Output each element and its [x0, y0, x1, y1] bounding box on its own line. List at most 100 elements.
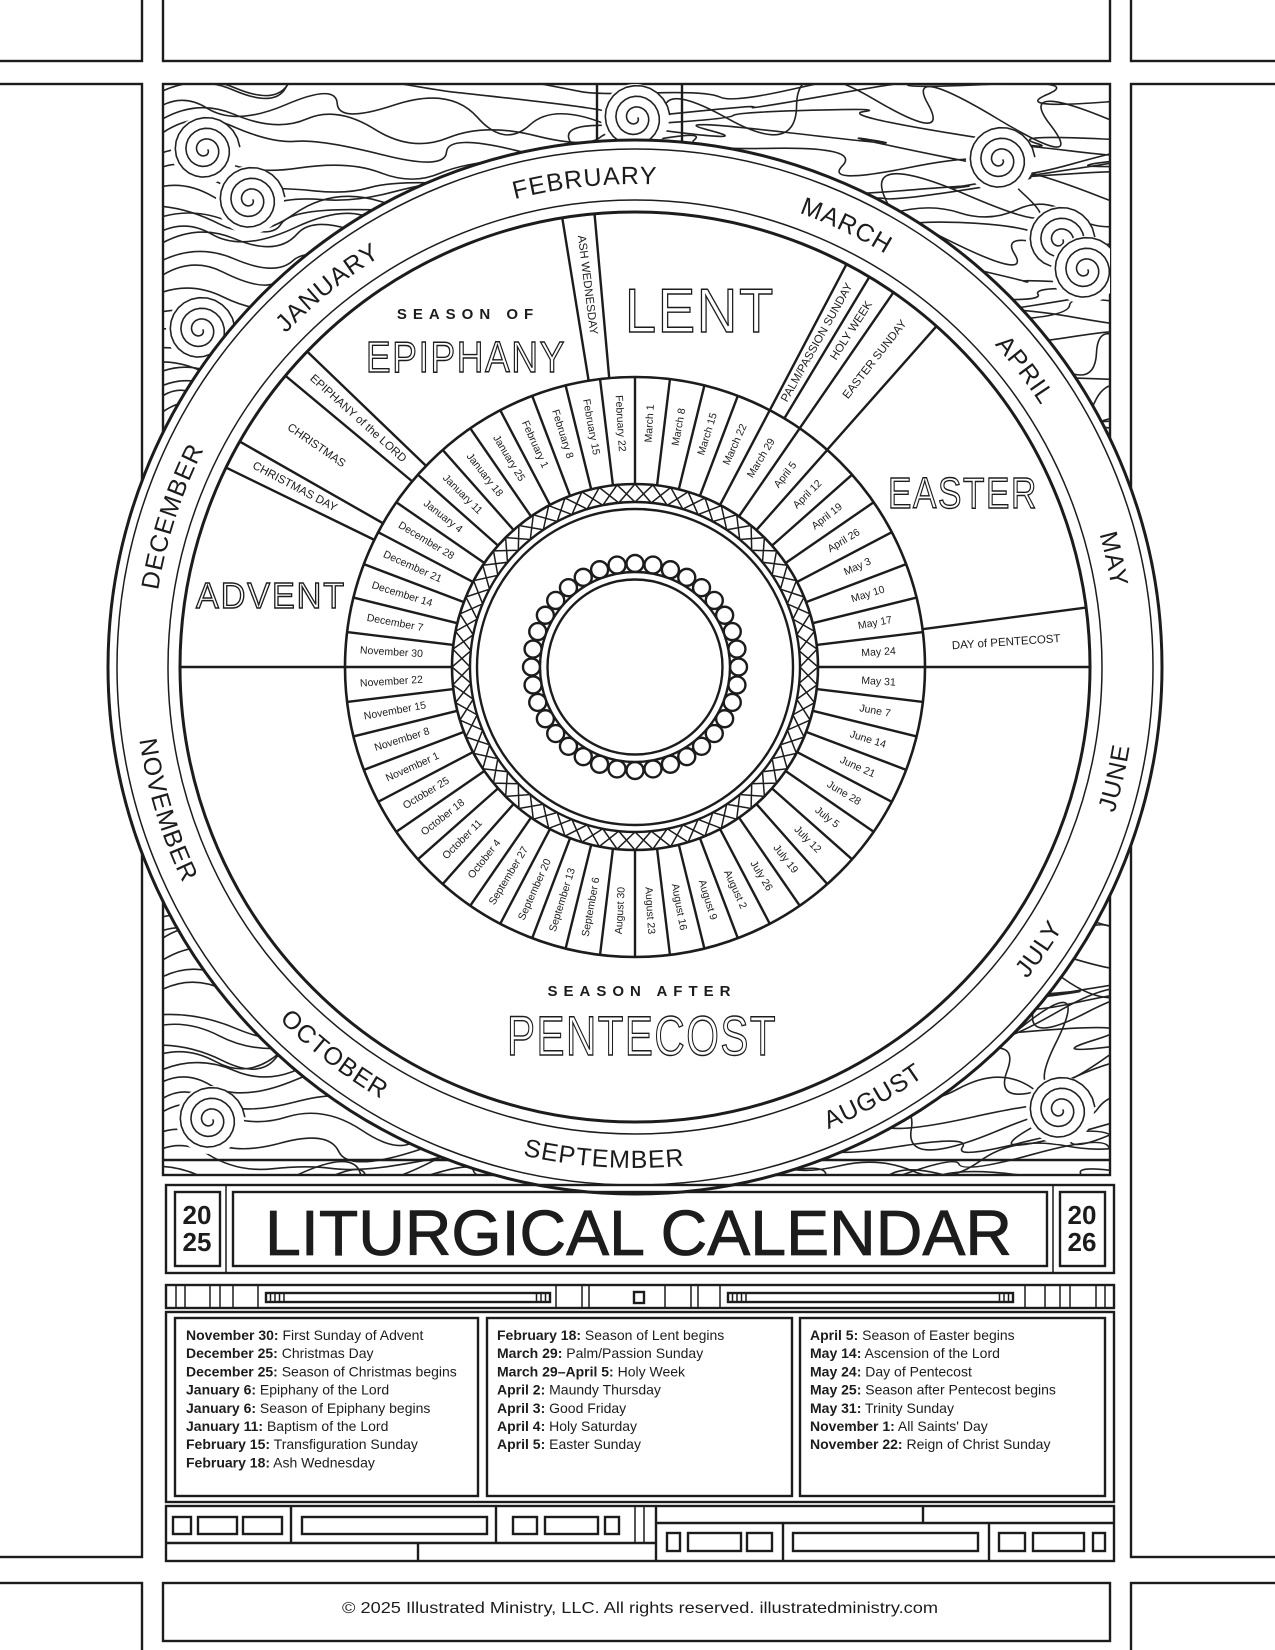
- key-date-date: April 3:: [497, 1400, 545, 1416]
- key-date-date: December 25:: [186, 1345, 278, 1361]
- sunday-divider: [816, 687, 924, 704]
- year-end-top: 20: [1068, 1200, 1097, 1230]
- sunday-date-label: June 7: [858, 702, 891, 720]
- sunday-divider: [655, 378, 672, 486]
- season-pentecost-heading: PENTECOST: [507, 1004, 777, 1067]
- key-date-date: December 25:: [186, 1363, 278, 1379]
- key-date-event: Season after Pentecost begins: [861, 1382, 1056, 1398]
- sunday-divider: [812, 596, 917, 625]
- sunday-divider: [441, 449, 515, 531]
- pattern-spiral: [169, 296, 236, 358]
- key-date-event: Season of Easter begins: [858, 1327, 1014, 1343]
- sunday-date-label: August 30: [613, 886, 628, 934]
- sunday-divider: [395, 501, 486, 565]
- pattern-wave: [221, 84, 821, 100]
- key-date-event: Palm/Passion Sunday: [562, 1345, 703, 1361]
- frame-box: [0, 82, 144, 1559]
- key-date-item: April 2: Maundy Thursday: [497, 1382, 661, 1398]
- key-date-item: January 6: Season of Epiphany begins: [186, 1400, 430, 1416]
- key-date-event: Ascension of the Lord: [861, 1345, 1000, 1361]
- season-divider: [826, 325, 938, 451]
- sunday-divider: [805, 730, 907, 771]
- scallop-ornament: [677, 746, 697, 767]
- sunday-date-label: November 30: [360, 644, 424, 660]
- key-date-date: April 4:: [497, 1418, 545, 1434]
- pattern-wave: [163, 106, 1110, 147]
- key-date-date: April 5:: [497, 1436, 545, 1452]
- key-date-date: February 15:: [186, 1436, 270, 1452]
- sunday-divider: [755, 449, 829, 531]
- key-date-item: November 30: First Sunday of Advent: [186, 1327, 423, 1343]
- sunday-divider: [564, 844, 593, 949]
- sunday-divider: [499, 828, 552, 925]
- sunday-divider: [755, 803, 829, 885]
- sunday-divider: [737, 427, 801, 518]
- key-date-event: Season of Epiphany begins: [256, 1400, 430, 1416]
- season-after-label: SEASON AFTER: [548, 983, 737, 1000]
- sunday-divider: [469, 427, 533, 518]
- sunday-divider: [346, 630, 454, 647]
- key-date-date: April 5:: [810, 1327, 858, 1343]
- frame-box: [0, 1581, 144, 1650]
- sunday-divider: [698, 395, 739, 497]
- sunday-divider: [677, 844, 706, 949]
- key-dates-box-1: [173, 1316, 480, 1498]
- scallop-ornament: [546, 590, 566, 611]
- key-dates-box-2: [485, 1316, 794, 1498]
- scallop-ornament: [573, 746, 593, 767]
- key-date-item: February 18: Ash Wednesday: [186, 1454, 375, 1470]
- sunday-divider: [353, 596, 458, 625]
- season-of-label: SEASON OF: [397, 306, 539, 323]
- key-date-item: March 29: Palm/Passion Sunday: [497, 1345, 703, 1361]
- key-date-event: Good Friday: [545, 1400, 626, 1416]
- season-divider: [225, 466, 375, 541]
- scallop-ornament: [704, 723, 724, 744]
- scallop-ornament: [535, 605, 556, 625]
- year-end-bottom: 26: [1068, 1227, 1097, 1257]
- key-date-item: May 25: Season after Pentecost begins: [810, 1382, 1056, 1398]
- key-date-date: March 29:: [497, 1345, 562, 1361]
- decorative-bar-row: [164, 1283, 1116, 1310]
- pattern-spiral: [969, 126, 1036, 188]
- sunday-divider: [737, 816, 801, 907]
- key-date-date: May 31:: [810, 1400, 861, 1416]
- frame-box: [161, 0, 1112, 63]
- year-end-box: [1058, 1190, 1107, 1268]
- key-date-item: December 25: Christmas Day: [186, 1345, 374, 1361]
- key-date-event: All Saints' Day: [895, 1418, 988, 1434]
- key-date-date: January 6:: [186, 1382, 256, 1398]
- season-divider: [783, 276, 871, 420]
- sunday-divider: [417, 787, 499, 861]
- key-date-event: Christmas Day: [278, 1345, 374, 1361]
- pattern-spiral: [174, 116, 241, 178]
- pattern-spiral: [1054, 236, 1110, 298]
- sunday-divider: [346, 687, 454, 704]
- key-date-event: Season of Christmas begins: [278, 1363, 457, 1379]
- key-date-date: May 14:: [810, 1345, 861, 1361]
- sunday-divider: [784, 501, 875, 565]
- copyright-footer: © 2025 Illustrated Ministry, LLC. All ri…: [342, 1600, 938, 1617]
- sunday-divider: [771, 787, 853, 861]
- key-date-event: First Sunday of Advent: [279, 1327, 424, 1343]
- sunday-divider: [718, 409, 771, 506]
- key-date-event: Transfiguration Sunday: [270, 1436, 418, 1452]
- key-date-event: Day of Pentecost: [861, 1363, 972, 1379]
- sunday-date-label: February 22: [613, 395, 628, 452]
- sunday-date-label: March 1: [643, 404, 657, 443]
- sunday-divider: [771, 473, 853, 547]
- key-date-event: Easter Sunday: [545, 1436, 641, 1452]
- key-date-event: Holy Week: [614, 1363, 686, 1379]
- scallop-ornament: [677, 567, 697, 588]
- sunday-divider: [677, 385, 706, 490]
- sunday-divider: [377, 531, 474, 584]
- key-date-date: November 1:: [810, 1418, 895, 1434]
- lattice-ornament: [450, 482, 819, 852]
- key-date-item: December 25: Season of Christmas begins: [186, 1363, 457, 1379]
- key-dates-section: November 30: First Sunday of AdventDecem…: [164, 1310, 1116, 1504]
- decorative-block-row: [164, 1504, 1116, 1563]
- sunday-divider: [499, 409, 552, 506]
- key-date-item: November 1: All Saints' Day: [810, 1418, 988, 1434]
- year-start-box: [173, 1190, 222, 1268]
- season-epiphany-heading: EPIPHANY: [366, 333, 566, 382]
